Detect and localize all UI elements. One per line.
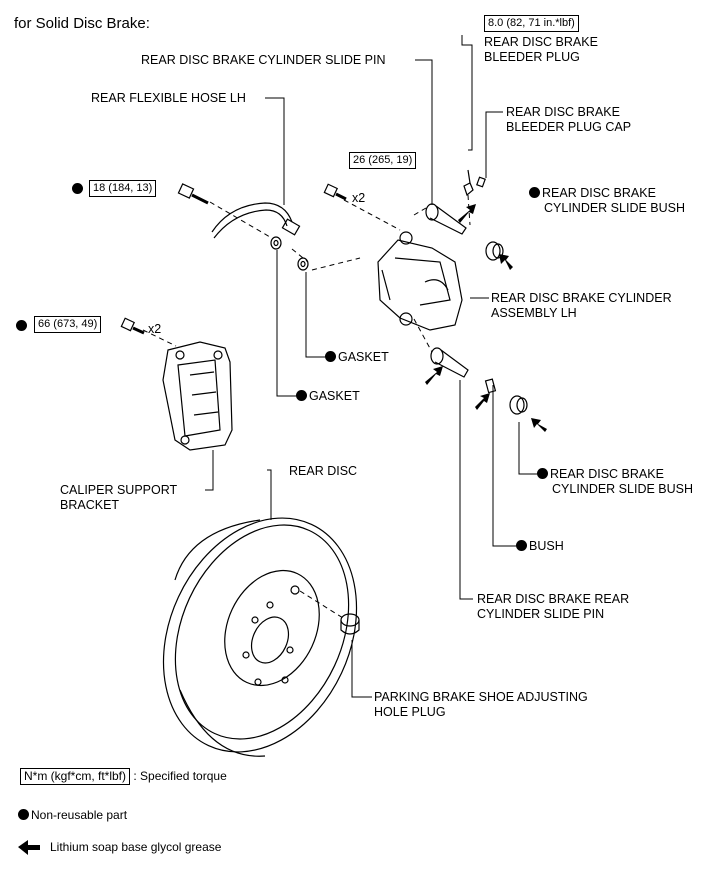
assembly-dashed-lines bbox=[142, 194, 471, 619]
legend-grease-arrow bbox=[18, 840, 40, 855]
nonreusable-icon bbox=[516, 540, 527, 551]
grease-arrows bbox=[425, 204, 547, 432]
label-gasket-1: GASKET bbox=[325, 350, 389, 365]
label-rear-slide-pin: REAR DISC BRAKE REAR CYLINDER SLIDE PIN bbox=[477, 592, 630, 621]
caliper-support-drawing bbox=[162, 341, 233, 451]
legend-grease: Lithium soap base glycol grease bbox=[50, 840, 222, 854]
bolts-drawing bbox=[120, 183, 347, 335]
rear-disc-drawing bbox=[162, 517, 358, 757]
torque-bleeder-plug: 8.0 (82, 71 in.*lbf) bbox=[484, 15, 579, 32]
label-slide-pin: REAR DISC BRAKE CYLINDER SLIDE PIN bbox=[141, 53, 386, 67]
label-slide-bush-lower: REAR DISC BRAKE CYLINDER SLIDE BUSH bbox=[537, 467, 693, 497]
torque-support-bolt: 66 (673, 49) bbox=[34, 316, 102, 333]
nonreusable-icon bbox=[72, 183, 83, 194]
leader-lines bbox=[205, 35, 537, 698]
label-bleeder-plug: REAR DISC BRAKE BLEEDER PLUG bbox=[484, 35, 598, 64]
nonreusable-icon bbox=[537, 468, 548, 479]
legend-torque: N*m (kgf*cm, ft*lbf) : Specified torque bbox=[20, 768, 227, 785]
qty-cylinder-bolt: x2 bbox=[352, 191, 366, 205]
torque-cylinder-bolt: 26 (265, 19) bbox=[349, 152, 417, 169]
flexible-hose-drawing bbox=[211, 202, 301, 239]
nonreusable-icon bbox=[18, 809, 29, 820]
legend-nonreusable: Non-reusable part bbox=[18, 808, 127, 823]
gaskets-drawing bbox=[270, 236, 309, 271]
label-bleeder-cap: REAR DISC BRAKE BLEEDER PLUG CAP bbox=[506, 105, 632, 134]
small-parts-drawing bbox=[340, 169, 528, 635]
torque-hose-bolt: 18 (184, 13) bbox=[89, 180, 157, 197]
label-bush: BUSH bbox=[516, 539, 564, 554]
label-caliper-support: CALIPER SUPPORT BRACKET bbox=[60, 483, 178, 512]
label-cylinder-assembly: REAR DISC BRAKE CYLINDER ASSEMBLY LH bbox=[491, 291, 672, 320]
label-gasket-2: GASKET bbox=[296, 389, 360, 404]
label-flexible-hose: REAR FLEXIBLE HOSE LH bbox=[91, 91, 246, 105]
label-adjusting-hole-plug: PARKING BRAKE SHOE ADJUSTING HOLE PLUG bbox=[374, 690, 588, 719]
nonreusable-icon bbox=[325, 351, 336, 362]
nonreusable-icon bbox=[529, 187, 540, 198]
nonreusable-icon bbox=[16, 320, 27, 331]
cylinder-assembly-drawing bbox=[377, 231, 463, 331]
qty-support-bolt: x2 bbox=[148, 322, 162, 336]
label-rear-disc: REAR DISC bbox=[289, 464, 358, 478]
nonreusable-icon bbox=[296, 390, 307, 401]
label-slide-bush-upper: REAR DISC BRAKE CYLINDER SLIDE BUSH bbox=[529, 186, 685, 216]
diagram-title: for Solid Disc Brake: bbox=[14, 15, 150, 32]
